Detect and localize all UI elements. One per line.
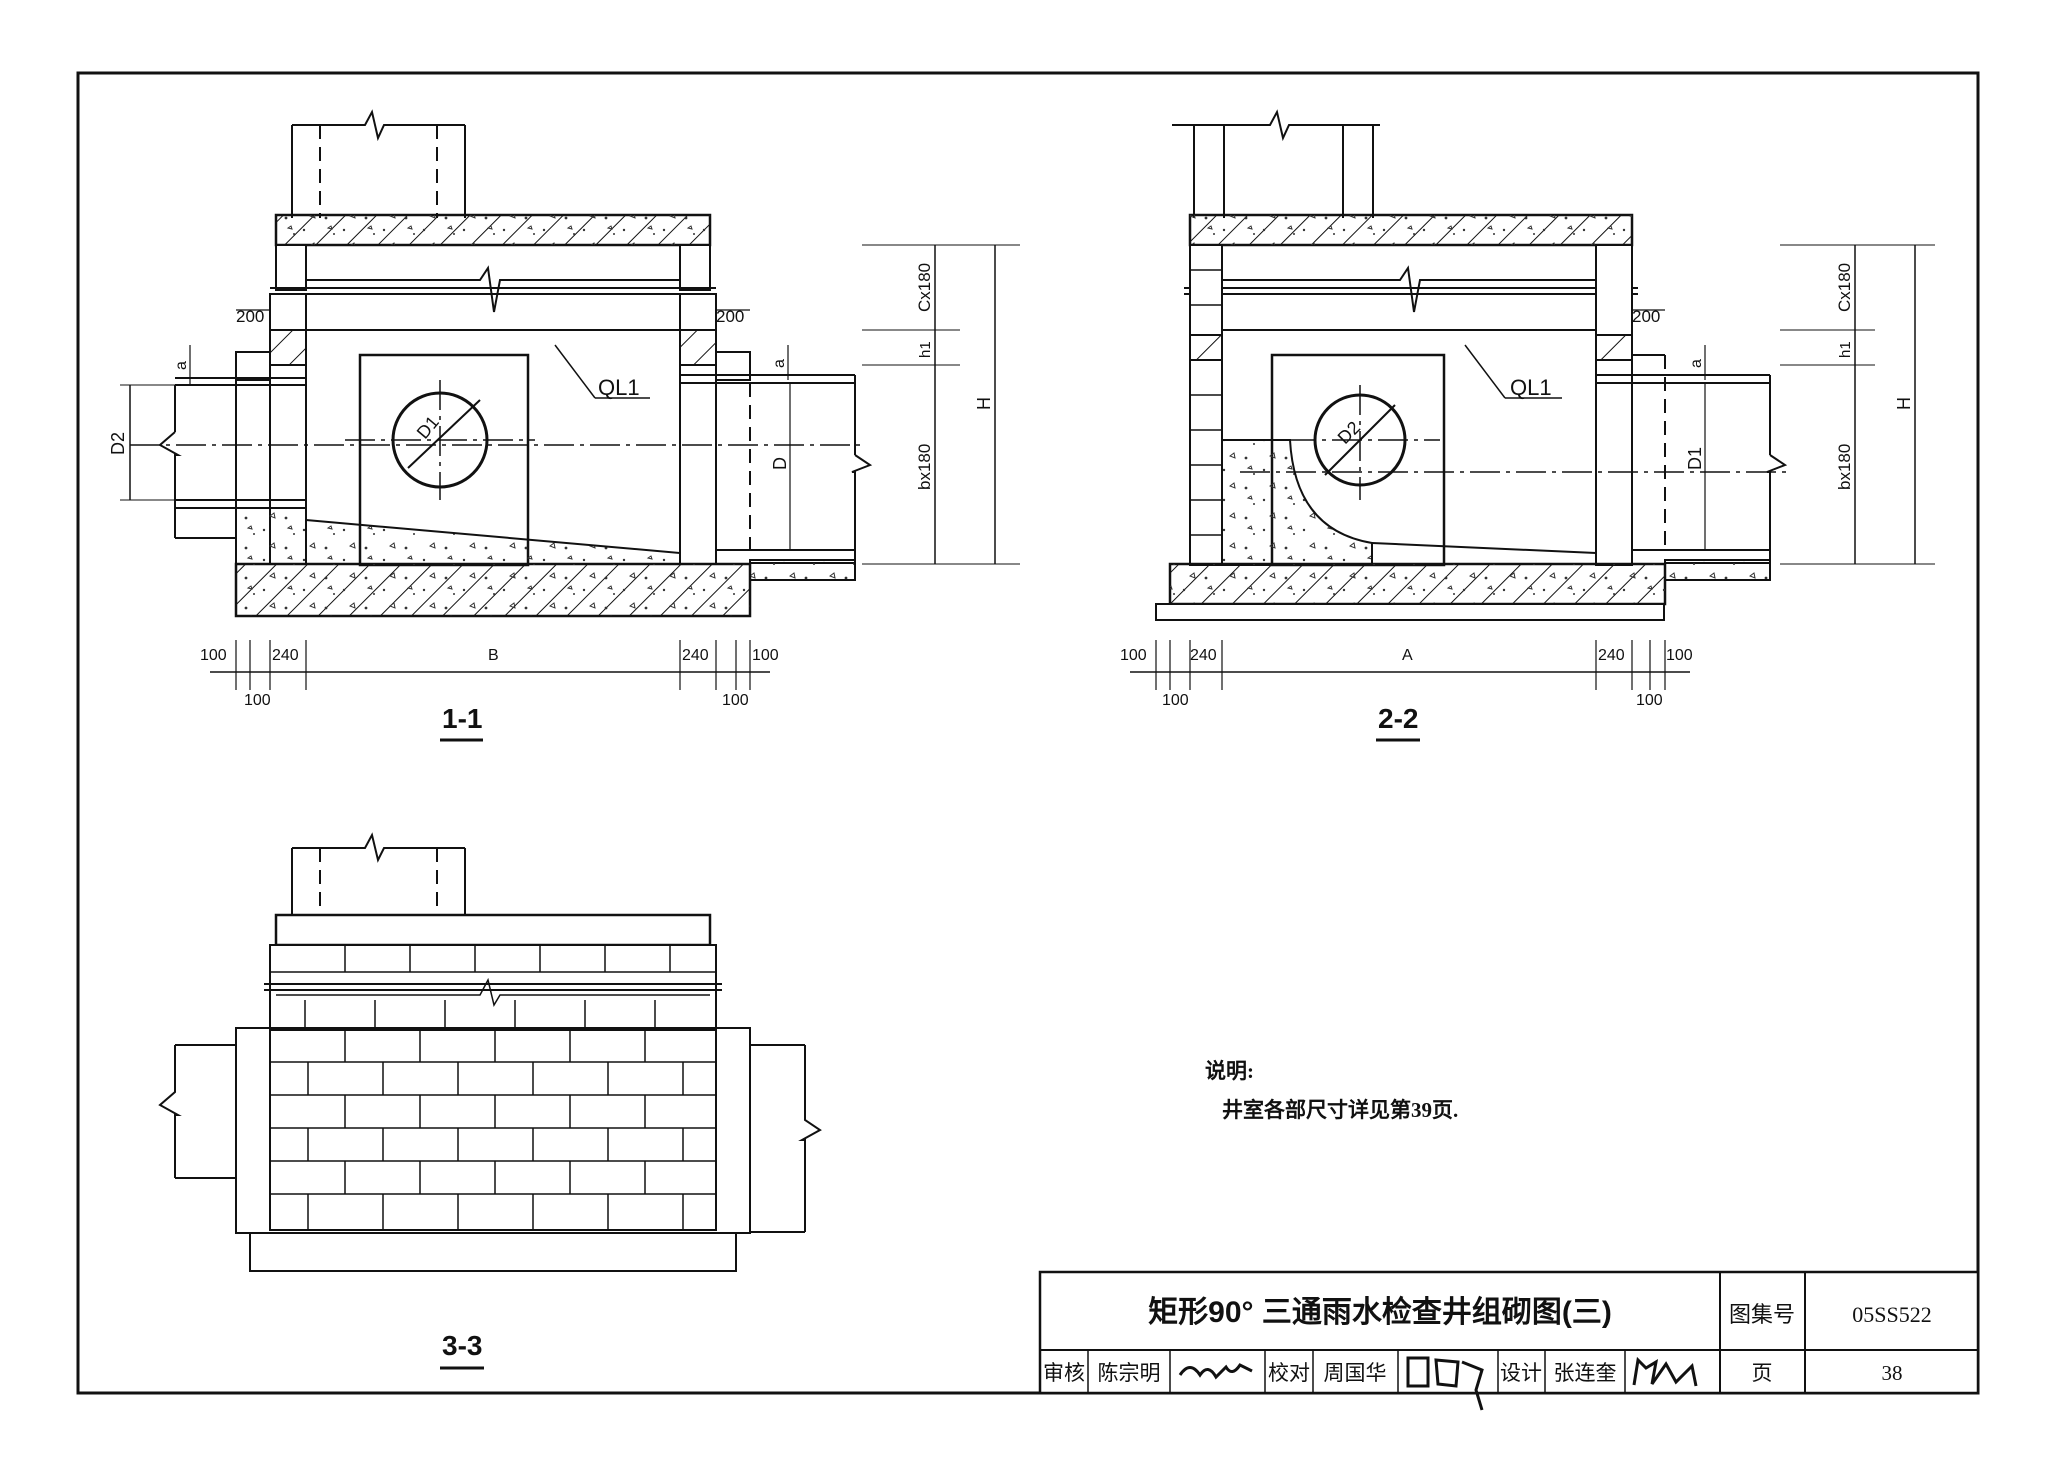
dim-bottom-1-f: 100 xyxy=(752,647,779,664)
section-2-2: QL1 D2 200 a D1 Cx180 h1 bx180 H 100 100… xyxy=(1120,109,1935,742)
design-label: 设计 xyxy=(1500,1362,1542,1385)
dim-200-right-1: 200 xyxy=(716,307,744,326)
ql1-label-2: QL1 xyxy=(1510,375,1552,400)
dim-cx180-1: Cx180 xyxy=(915,263,934,312)
designer-signature xyxy=(1632,1356,1698,1387)
dim-cx180-2: Cx180 xyxy=(1835,263,1854,312)
dim-bottom-2-e: 100 xyxy=(1636,692,1663,709)
dim-200-left-1: 200 xyxy=(236,307,264,326)
section-1-1-title: 1-1 xyxy=(442,703,482,734)
dim-h1-2: h1 xyxy=(1837,341,1854,358)
section-2-2-title: 2-2 xyxy=(1378,703,1418,734)
dim-bottom-2-c: 240 xyxy=(1190,647,1217,664)
notes-line-1: 井室各部尺寸详见第39页. xyxy=(1222,1098,1458,1122)
dim-h-1: H xyxy=(974,397,994,410)
d2-label-1: D2 xyxy=(108,432,128,455)
sheet-border xyxy=(76,71,1980,1395)
section-3-3: 3-3 xyxy=(158,832,822,1370)
d-label-1: D xyxy=(770,457,790,470)
dim-bottom-2-d: 240 xyxy=(1598,647,1625,664)
dim-bottom-1-e: 100 xyxy=(722,692,749,709)
drawing-title: 矩形90° 三通雨水检查井组砌图(三) xyxy=(1148,1295,1612,1329)
a-label-left-1: a xyxy=(173,361,190,370)
notes: 说明: 井室各部尺寸详见第39页. xyxy=(1205,1059,1458,1122)
dim-bottom-2-a: 100 xyxy=(1120,647,1147,664)
checker-signature xyxy=(1406,1356,1484,1411)
ql1-label-1: QL1 xyxy=(598,375,640,400)
dim-a-2: A xyxy=(1402,647,1413,664)
reviewer-signature xyxy=(1178,1363,1253,1380)
dim-bottom-1-a: 100 xyxy=(200,647,227,664)
dim-bottom-2-b: 100 xyxy=(1162,692,1189,709)
title-block: 矩形90° 三通雨水检查井组砌图(三) 图集号 05SS522 审核 陈宗明 校… xyxy=(1038,1270,1980,1411)
reviewer-name: 陈宗明 xyxy=(1098,1362,1161,1385)
designer-name: 张连奎 xyxy=(1554,1362,1617,1385)
review-label: 审核 xyxy=(1043,1362,1085,1385)
dim-b-1: B xyxy=(488,647,499,664)
page-label: 页 xyxy=(1752,1362,1773,1385)
section-3-3-title: 3-3 xyxy=(442,1330,482,1361)
dim-bx180-1: bx180 xyxy=(915,444,934,490)
dim-h-2: H xyxy=(1894,397,1914,410)
atlas-number: 05SS522 xyxy=(1852,1302,1931,1327)
a-label-right-1: a xyxy=(771,359,788,368)
notes-heading: 说明: xyxy=(1205,1059,1254,1083)
dim-bottom-1-c: 240 xyxy=(272,647,299,664)
page-number: 38 xyxy=(1882,1361,1903,1385)
dim-bottom-1-d: 240 xyxy=(682,647,709,664)
dim-bottom-1-b: 100 xyxy=(244,692,271,709)
d1-label-2: D1 xyxy=(1685,447,1705,470)
a-label-2: a xyxy=(1688,359,1705,368)
section-1-1: QL1 D1 D2 a 200 200 a D Cx180 h1 bx180 H xyxy=(108,109,1020,742)
dim-h1-1: h1 xyxy=(917,341,934,358)
dim-bottom-2-f: 100 xyxy=(1666,647,1693,664)
checker-name: 周国华 xyxy=(1324,1362,1387,1385)
dim-bx180-2: bx180 xyxy=(1835,444,1854,490)
dim-200-2: 200 xyxy=(1632,307,1660,326)
check-label: 校对 xyxy=(1268,1362,1310,1385)
atlas-label: 图集号 xyxy=(1729,1302,1795,1327)
